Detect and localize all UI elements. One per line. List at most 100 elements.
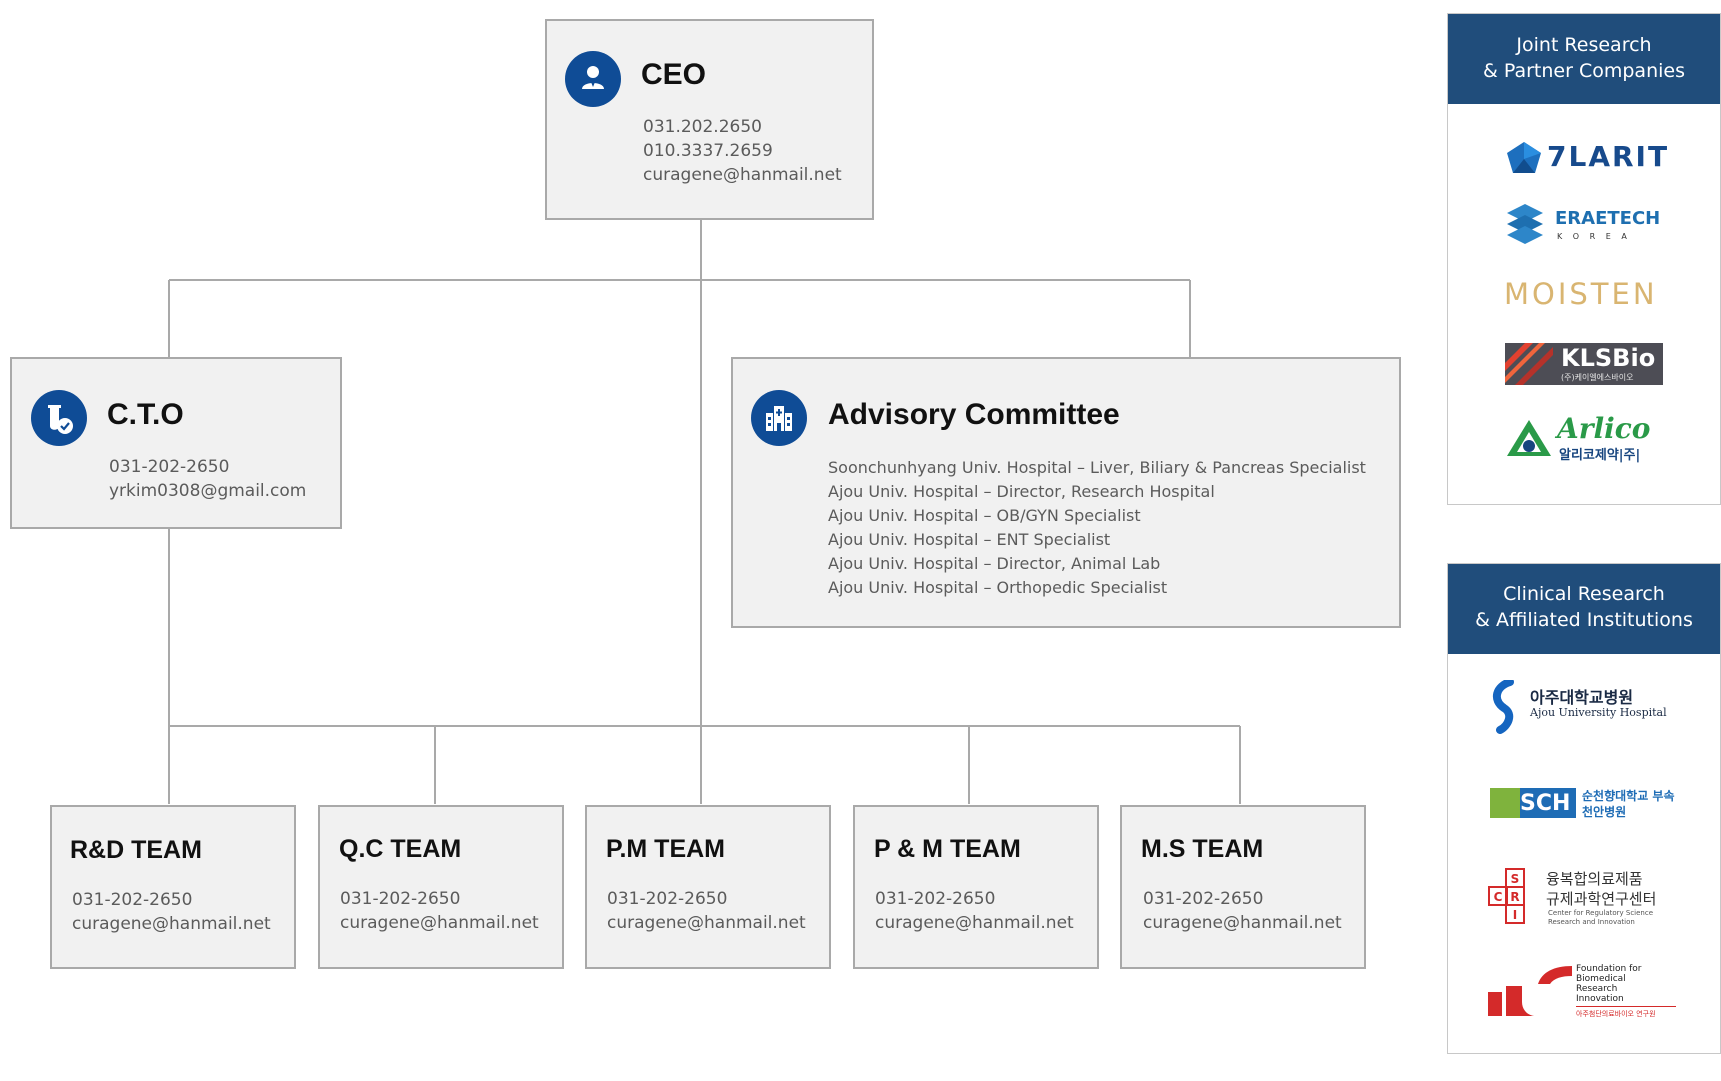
- klsbio-logo: KLSBio (주)케이엘에스바이오: [1505, 343, 1663, 385]
- cri-mark-icon: S C R I: [1488, 868, 1525, 924]
- partners-heading-line: & Partner Companies: [1483, 60, 1685, 82]
- team-title-pm: P.M TEAM: [606, 835, 725, 863]
- sch-name-ko-line1: 순천향대학교 부속: [1582, 789, 1675, 803]
- fbri-divider: [1576, 1006, 1676, 1007]
- advisory-member: Ajou Univ. Hospital – Director, Animal L…: [828, 554, 1161, 573]
- cri-name-en-line2: Research and Innovation: [1548, 918, 1635, 926]
- team-email: curagene@hanmail.net: [1143, 913, 1342, 933]
- advisory-member: Ajou Univ. Hospital – OB/GYN Specialist: [828, 506, 1141, 525]
- team-title-pnm: P & M TEAM: [874, 835, 1021, 863]
- eraetech-subtitle: K O R E A: [1557, 232, 1631, 241]
- advisory-member: Ajou Univ. Hospital – ENT Specialist: [828, 530, 1111, 549]
- cri-name-en-line1: Center for Regulatory Science: [1548, 909, 1654, 917]
- flarit-wordmark: 7LARIT: [1547, 140, 1670, 173]
- team-phone: 031-202-2650: [875, 889, 996, 909]
- team-box-ms: [1120, 805, 1366, 969]
- ceo-email: curagene@hanmail.net: [643, 165, 842, 185]
- team-email: curagene@hanmail.net: [72, 914, 271, 934]
- klsbio-wordmark: KLSBio: [1561, 344, 1656, 372]
- eraetech-logo: ERAETECH K O R E A: [1505, 203, 1675, 249]
- partners-heading-line: Joint Research: [1516, 34, 1652, 56]
- advisory-members: Soonchunhyang Univ. Hospital – Liver, Bi…: [828, 456, 1366, 600]
- moisten-logo: MOISTEN: [1504, 277, 1674, 313]
- team-box-rnd: [50, 805, 296, 969]
- flask-check-icon: [31, 390, 87, 446]
- sch-name-ko-line2: 천안병원: [1582, 805, 1627, 819]
- svg-text:I: I: [1513, 908, 1517, 922]
- cto-contact: 031-202-2650 yrkim0308@gmail.com: [109, 455, 306, 503]
- team-contact-rnd: 031-202-2650 curagene@hanmail.net: [72, 888, 271, 936]
- team-contact-pnm: 031-202-2650 curagene@hanmail.net: [875, 887, 1074, 935]
- team-phone: 031-202-2650: [607, 889, 728, 909]
- cri-name-ko-line1: 융복합의료제품: [1546, 870, 1643, 888]
- moisten-wordmark: MOISTEN: [1504, 277, 1658, 311]
- advisory-member: Soonchunhyang Univ. Hospital – Liver, Bi…: [828, 458, 1366, 477]
- partners-panel: Joint Research & Partner Companies 7LARI…: [1447, 13, 1721, 505]
- team-phone: 031-202-2650: [1143, 889, 1264, 909]
- flarit-logo: 7LARIT: [1505, 138, 1675, 178]
- arlico-wordmark: Arlico: [1557, 412, 1651, 445]
- fbri-name-en-line1: Foundation for: [1576, 964, 1642, 974]
- team-phone: 031-202-2650: [340, 889, 461, 909]
- flarit-mark-icon: [1507, 142, 1541, 173]
- arlico-logo: Arlico 알리코제약|주|: [1505, 412, 1675, 463]
- advisory-box: [731, 357, 1401, 628]
- hospital-icon: [751, 390, 807, 446]
- team-email: curagene@hanmail.net: [607, 913, 806, 933]
- cri-logo: S C R I 융복합의료제품 규제과학연구센터 Center for Regu…: [1488, 868, 1708, 928]
- ceo-title: CEO: [641, 58, 707, 91]
- ceo-contact: 031.202.2650 010.3337.2659 curagene@hanm…: [643, 115, 842, 187]
- partners-heading: Joint Research & Partner Companies: [1448, 14, 1720, 104]
- team-contact-ms: 031-202-2650 curagene@hanmail.net: [1143, 887, 1342, 935]
- ajou-hospital-logo: 아주대학교병원 Ajou University Hospital: [1488, 680, 1708, 734]
- team-box-pm: [585, 805, 831, 969]
- arlico-subtitle: 알리코제약|주|: [1559, 448, 1641, 463]
- svg-text:S: S: [1511, 872, 1520, 886]
- advisory-member: Ajou Univ. Hospital – Orthopedic Special…: [828, 578, 1168, 597]
- team-email: curagene@hanmail.net: [340, 913, 539, 933]
- team-phone: 031-202-2650: [72, 890, 193, 910]
- fbri-name-ko: 아주첨단의료바이오 연구원: [1576, 1010, 1656, 1018]
- eraetech-wordmark: ERAETECH: [1555, 208, 1661, 229]
- fbri-name-en-line4: Innovation: [1576, 994, 1624, 1004]
- team-email: curagene@hanmail.net: [875, 913, 1074, 933]
- advisory-title: Advisory Committee: [828, 398, 1120, 431]
- clinical-heading-line: Clinical Research: [1503, 583, 1665, 605]
- team-contact-qc: 031-202-2650 curagene@hanmail.net: [340, 887, 539, 935]
- person-icon: [565, 51, 621, 107]
- clinical-panel: Clinical Research & Affiliated Instituti…: [1447, 563, 1721, 1054]
- ceo-phone-mobile: 010.3337.2659: [643, 141, 773, 161]
- ajou-name-ko: 아주대학교병원: [1530, 688, 1634, 707]
- fbri-name-en-line2: Biomedical: [1576, 974, 1626, 984]
- eraetech-mark-icon: [1507, 204, 1543, 244]
- team-title-ms: M.S TEAM: [1141, 835, 1264, 863]
- sch-wordmark: SCH: [1520, 791, 1571, 816]
- team-contact-pm: 031-202-2650 curagene@hanmail.net: [607, 887, 806, 935]
- fbri-mark-icon: [1488, 966, 1572, 1016]
- ceo-phone-office: 031.202.2650: [643, 117, 762, 137]
- svg-text:C: C: [1494, 890, 1503, 904]
- cto-email: yrkim0308@gmail.com: [109, 481, 307, 501]
- clinical-heading-line: & Affiliated Institutions: [1475, 609, 1693, 631]
- sch-hospital-logo: SCH 순천향대학교 부속 천안병원: [1490, 786, 1690, 822]
- team-box-pnm: [853, 805, 1099, 969]
- ajou-name-en: Ajou University Hospital: [1530, 706, 1667, 719]
- ajou-mark-icon: [1492, 680, 1514, 734]
- fbri-name-en-line3: Research: [1576, 984, 1618, 994]
- cri-name-ko-line2: 규제과학연구센터: [1546, 890, 1657, 908]
- arlico-mark-icon: [1507, 420, 1551, 456]
- sch-mark-icon: [1490, 788, 1576, 818]
- fbri-logo: Foundation for Biomedical Research Innov…: [1488, 964, 1708, 1024]
- team-title-qc: Q.C TEAM: [339, 835, 462, 863]
- cto-title: C.T.O: [107, 398, 184, 431]
- klsbio-stripes-icon: [1505, 343, 1553, 385]
- svg-text:R: R: [1510, 890, 1519, 904]
- advisory-member: Ajou Univ. Hospital – Director, Research…: [828, 482, 1215, 501]
- clinical-heading: Clinical Research & Affiliated Instituti…: [1448, 564, 1720, 654]
- team-box-qc: [318, 805, 564, 969]
- klsbio-subtitle: (주)케이엘에스바이오: [1561, 373, 1634, 382]
- cto-phone: 031-202-2650: [109, 457, 230, 477]
- team-title-rnd: R&D TEAM: [70, 836, 202, 864]
